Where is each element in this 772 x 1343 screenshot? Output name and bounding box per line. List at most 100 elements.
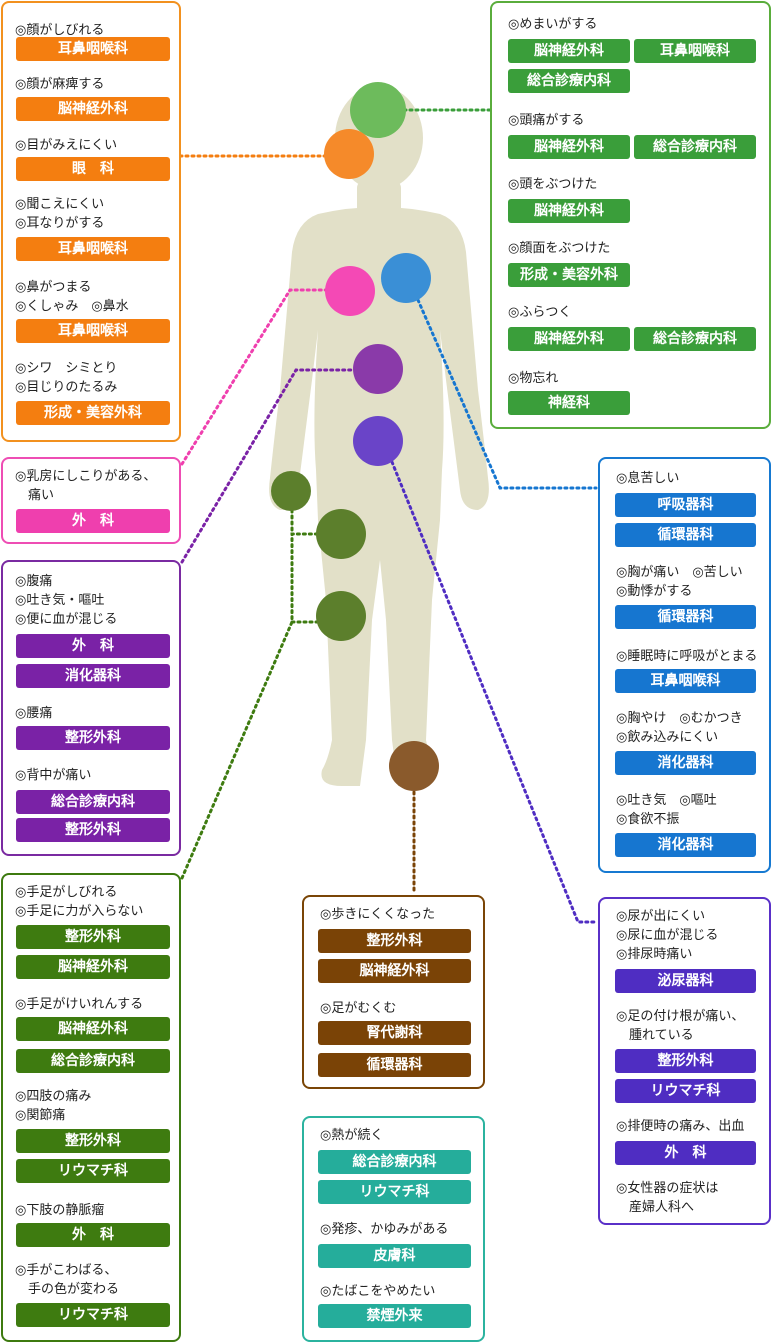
symptom-text: ◎下肢の静脈瘤 [15, 1203, 105, 1218]
lower-abdomen-marker[interactable] [353, 416, 403, 466]
symptom-text: ◎顔面をぶつけた [508, 241, 611, 256]
department-button[interactable]: 外 科 [615, 1141, 756, 1165]
department-button[interactable]: 耳鼻咽喉科 [16, 319, 170, 343]
symptom-text: ◎排尿時痛い [616, 947, 693, 962]
symptom-text: ◎女性器の症状は [616, 1181, 719, 1196]
department-button[interactable]: 整形外科 [318, 929, 471, 953]
department-button[interactable]: 消化器科 [615, 833, 756, 857]
department-button[interactable]: 耳鼻咽喉科 [615, 669, 756, 693]
department-button[interactable]: リウマチ科 [16, 1159, 170, 1183]
foot-marker[interactable] [389, 741, 439, 791]
knee-marker[interactable] [316, 591, 366, 641]
symptom-text: 産婦人科へ [616, 1200, 695, 1215]
symptom-text: ◎尿に血が混じる [616, 928, 719, 943]
panel-legs: ◎歩きにくくなった整形外科脳神経外科 ◎足がむくむ腎代謝科循環器科 [302, 895, 485, 1089]
department-button[interactable]: 脳神経外科 [16, 1017, 170, 1041]
symptom-text: ◎手足がしびれる [15, 885, 118, 900]
abdomen-marker[interactable] [353, 344, 403, 394]
department-button[interactable]: 耳鼻咽喉科 [634, 39, 756, 63]
department-button[interactable]: 整形外科 [16, 1129, 170, 1153]
department-button[interactable]: 循環器科 [615, 605, 756, 629]
symptom-text: ◎手足に力が入らない [15, 904, 144, 919]
department-button[interactable]: 外 科 [16, 509, 170, 533]
symptom-text: ◎排便時の痛み、出血 [616, 1119, 745, 1134]
department-button[interactable]: 整形外科 [16, 925, 170, 949]
symptom-text: ◎腹痛 [15, 574, 53, 589]
thigh-marker[interactable] [316, 509, 366, 559]
department-button[interactable]: 外 科 [16, 1223, 170, 1247]
symptom-text: ◎顔がしびれる [15, 23, 105, 38]
department-button[interactable]: 泌尿器科 [615, 969, 756, 993]
department-button[interactable]: 腎代謝科 [318, 1021, 471, 1045]
symptom-text: ◎シワ シミとり [15, 361, 118, 376]
department-button[interactable]: 総合診療内科 [634, 135, 756, 159]
symptom-text: ◎歩きにくくなった [320, 907, 436, 922]
symptom-text: ◎頭痛がする [508, 113, 585, 128]
symptom-text: 痛い [15, 488, 55, 503]
department-button[interactable]: 皮膚科 [318, 1244, 471, 1268]
department-button[interactable]: 脳神経外科 [508, 39, 630, 63]
panel-chest: ◎息苦しい呼吸器科循環器科◎胸が痛い ◎苦しい◎動悸がする循環器科◎睡眠時に呼吸… [598, 457, 771, 873]
department-button[interactable]: 消化器科 [615, 751, 756, 775]
department-button[interactable]: 脳神経外科 [508, 199, 630, 223]
department-button[interactable]: 脳神経外科 [508, 327, 630, 351]
symptom-text: ◎食欲不振 [616, 812, 680, 827]
symptom-text: ◎手足がけいれんする [15, 997, 144, 1012]
department-button[interactable]: 総合診療内科 [16, 1049, 170, 1073]
symptom-text: ◎胸やけ ◎むかつき [616, 711, 743, 726]
head-marker[interactable] [350, 82, 406, 138]
chest-marker[interactable] [381, 253, 431, 303]
department-button[interactable]: 脳神経外科 [508, 135, 630, 159]
symptom-text: ◎目じりのたるみ [15, 380, 118, 395]
connector-chest [416, 298, 598, 490]
department-button[interactable]: 形成・美容外科 [16, 401, 170, 425]
department-button[interactable]: 整形外科 [615, 1049, 756, 1073]
department-button[interactable]: 脳神経外科 [16, 955, 170, 979]
symptom-text: 手の色が変わる [15, 1282, 120, 1297]
department-button[interactable]: リウマチ科 [318, 1180, 471, 1204]
department-button[interactable]: 呼吸器科 [615, 493, 756, 517]
symptom-text: ◎乳房にしこりがある、 [15, 469, 157, 484]
department-button[interactable]: 脳神経外科 [318, 959, 471, 983]
symptom-text: ◎頭をぶつけた [508, 177, 598, 192]
department-button[interactable]: 整形外科 [16, 818, 170, 842]
symptom-text: ◎めまいがする [508, 17, 598, 32]
symptom-text: ◎目がみえにくい [15, 138, 118, 153]
department-button[interactable]: 形成・美容外科 [508, 263, 630, 287]
department-button[interactable]: 総合診療内科 [318, 1150, 471, 1174]
hand-marker[interactable] [271, 471, 311, 511]
department-button[interactable]: リウマチ科 [16, 1303, 170, 1327]
symptom-text: ◎くしゃみ ◎鼻水 [15, 299, 129, 314]
department-button[interactable]: 総合診療内科 [16, 790, 170, 814]
symptom-text: ◎息苦しい [616, 471, 680, 486]
department-button[interactable]: 眼 科 [16, 157, 170, 181]
department-button[interactable]: 整形外科 [16, 726, 170, 750]
department-button[interactable]: 耳鼻咽喉科 [16, 37, 170, 61]
symptom-text: ◎手がこわばる、 [15, 1263, 118, 1278]
department-button[interactable]: 神経科 [508, 391, 630, 415]
department-button[interactable]: 循環器科 [615, 523, 756, 547]
department-button[interactable]: 脳神経外科 [16, 97, 170, 121]
breast-marker[interactable] [325, 266, 375, 316]
symptom-text: ◎熱が続く [320, 1128, 384, 1143]
department-button[interactable]: 消化器科 [16, 664, 170, 688]
symptom-text: ◎足がむくむ [320, 1001, 397, 1016]
department-button[interactable]: 耳鼻咽喉科 [16, 237, 170, 261]
symptom-text: ◎吐き気・嘔吐 [15, 593, 105, 608]
panel-breast: ◎乳房にしこりがある、 痛い外 科 [1, 457, 181, 544]
department-button[interactable]: 総合診療内科 [508, 69, 630, 93]
eye-marker[interactable] [324, 129, 374, 179]
connector-lower [390, 460, 598, 924]
department-button[interactable]: 外 科 [16, 634, 170, 658]
symptom-text: ◎鼻がつまる [15, 280, 92, 295]
panel-lower-abdomen: ◎尿が出にくい◎尿に血が混じる◎排尿時痛い泌尿器科◎足の付け根が痛い、 腫れてい… [598, 897, 771, 1225]
department-button[interactable]: 循環器科 [318, 1053, 471, 1077]
symptom-text: ◎発疹、かゆみがある [320, 1222, 449, 1237]
body-region-markers [271, 82, 439, 791]
department-button[interactable]: 総合診療内科 [634, 327, 756, 351]
symptom-text: ◎聞こえにくい [15, 197, 105, 212]
department-button[interactable]: 禁煙外来 [318, 1304, 471, 1328]
department-button[interactable]: リウマチ科 [615, 1079, 756, 1103]
symptom-text: 腫れている [616, 1028, 694, 1043]
